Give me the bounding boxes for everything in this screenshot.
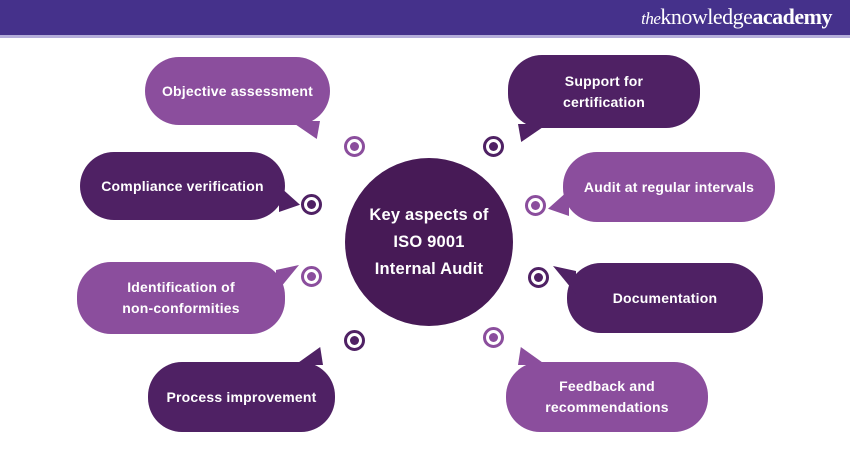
- bubble-label: Process improvement: [166, 388, 317, 405]
- target-icon: [528, 267, 549, 288]
- bubble-documentation: Documentation: [553, 263, 763, 333]
- center-title-line: Key aspects of: [369, 205, 489, 224]
- logo-knowledge: knowledge: [660, 4, 753, 29]
- target-icon-dot: [489, 333, 498, 342]
- target-icon: [344, 136, 365, 157]
- bubble-objective-assessment: Objective assessment: [145, 57, 330, 140]
- target-icon: [525, 195, 546, 216]
- target-icon: [301, 266, 322, 287]
- bubble-tail: [518, 347, 546, 366]
- bubble-label: non-conformities: [122, 300, 240, 316]
- target-icon-dot: [531, 201, 540, 210]
- center-title-line: Internal Audit: [374, 259, 484, 278]
- bubble-tail: [518, 124, 548, 143]
- target-icon: [483, 327, 504, 348]
- bubble-label: Feedback and: [559, 378, 655, 394]
- target-icon-dot: [307, 200, 316, 209]
- bubble-feedback-and-recommendations: Feedback and recommendations: [506, 347, 708, 432]
- target-icon-dot: [350, 142, 359, 151]
- target-icon-dot: [534, 273, 543, 282]
- logo-academy: academy: [752, 4, 832, 29]
- bubble-tail: [553, 266, 576, 294]
- header-bar: theknowledgeacademy: [0, 0, 850, 38]
- bubble-tail: [290, 121, 320, 140]
- bubble-audit-at-regular-intervals: Audit at regular intervals: [548, 152, 775, 222]
- bubble-tail: [548, 190, 569, 216]
- bubble-tail: [295, 347, 323, 366]
- target-icon-dot: [489, 142, 498, 151]
- bubble-tail: [276, 265, 299, 293]
- bubble-label: certification: [563, 93, 645, 110]
- bubble-label: Compliance verification: [101, 177, 264, 194]
- bubble-label: Identification of: [127, 279, 235, 295]
- bubble-label: Support for: [564, 72, 644, 89]
- bubble-tail: [279, 186, 300, 212]
- target-icon: [344, 330, 365, 351]
- target-icon-dot: [307, 272, 316, 281]
- bubble-label: Objective assessment: [161, 82, 314, 99]
- diagram-canvas: Objective assessment Compliance verifica…: [0, 41, 850, 450]
- target-icon-dot: [350, 336, 359, 345]
- bubble-identification-of-non-conformities: Identification of non-conformities: [77, 262, 299, 334]
- target-icon: [301, 194, 322, 215]
- target-icon: [483, 136, 504, 157]
- center-topic-circle: Key aspects of ISO 9001 Internal Audit: [345, 158, 513, 326]
- bubble-label: Documentation: [612, 289, 718, 306]
- bubble-label: recommendations: [545, 399, 669, 415]
- center-title-line: ISO 9001: [393, 232, 465, 251]
- bubble-process-improvement: Process improvement: [148, 347, 335, 432]
- knowledge-academy-logo: theknowledgeacademy: [641, 4, 832, 30]
- bubble-compliance-verification: Compliance verification: [80, 152, 300, 220]
- bubble-label: Audit at regular intervals: [583, 178, 755, 195]
- logo-the: the: [641, 9, 661, 28]
- bubble-support-for-certification: Support for certification: [508, 55, 700, 143]
